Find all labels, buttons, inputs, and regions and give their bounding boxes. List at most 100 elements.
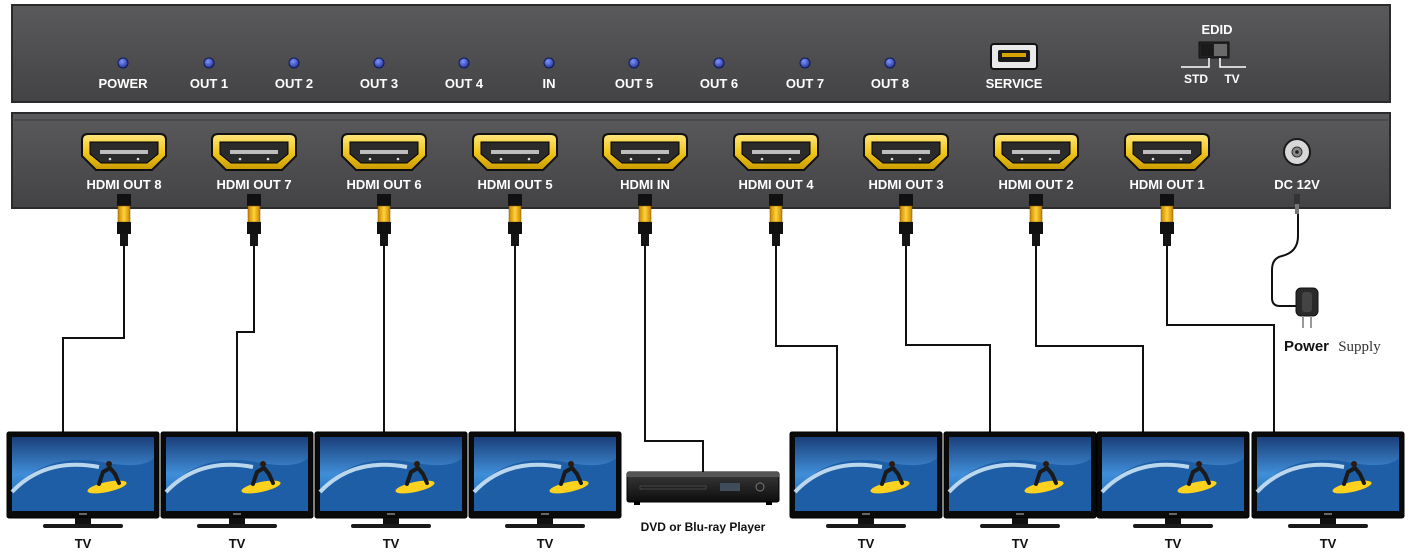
hdmi-cables [62, 194, 1275, 476]
port-label: HDMI OUT 4 [738, 177, 814, 192]
tv-display: TV [1096, 431, 1250, 551]
edid-tv-label: TV [1224, 72, 1239, 86]
hdmi-plug-icon [899, 205, 913, 223]
led-out-6: OUT 6 [700, 57, 738, 91]
edid-switch[interactable] [1198, 41, 1230, 59]
tv-display: TV [468, 431, 622, 551]
tv-label: TV [383, 536, 400, 551]
port-label: HDMI OUT 8 [86, 177, 161, 192]
led-indicator-icon [288, 57, 300, 69]
port-label: HDMI OUT 2 [998, 177, 1073, 192]
led-indicator-icon [373, 57, 385, 69]
port-label: HDMI OUT 5 [477, 177, 552, 192]
tv-display: TV [1251, 431, 1405, 551]
hdmi-plug-icon [377, 205, 391, 223]
tv-display: TV [943, 431, 1097, 551]
tv-display: TV [314, 431, 468, 551]
hdmi-cable [1029, 194, 1144, 434]
hdmi-cable [899, 194, 991, 434]
tv-displays: TV TV TV TV TV TV TV TV [6, 431, 1405, 551]
port-hdmi-out-6[interactable]: HDMI OUT 6 [341, 133, 427, 192]
led-indicator-icon [117, 57, 129, 69]
hdmi-cable [62, 194, 131, 434]
hdmi-plug-icon [769, 205, 783, 223]
service-label: SERVICE [986, 76, 1043, 91]
led-indicator-icon [458, 57, 470, 69]
power-adapter-icon [1295, 287, 1319, 328]
tv-display: TV [160, 431, 314, 551]
tv-label: TV [537, 536, 554, 551]
tv-label: TV [229, 536, 246, 551]
hdmi-cable [508, 194, 522, 434]
led-indicator-icon [884, 57, 896, 69]
led-out-7: OUT 7 [786, 57, 824, 91]
led-in: IN [543, 57, 556, 91]
port-hdmi-out-4[interactable]: HDMI OUT 4 [733, 133, 819, 192]
led-indicator-icon [713, 57, 725, 69]
edid-title: EDID [1201, 22, 1232, 37]
port-hdmi-out-2[interactable]: HDMI OUT 2 [993, 133, 1079, 192]
hdmi-plug-icon [1160, 205, 1174, 223]
led-label: OUT 7 [786, 76, 824, 91]
hdmi-cable [1160, 194, 1275, 434]
tv-label: TV [75, 536, 92, 551]
dc-jack[interactable] [1283, 138, 1311, 166]
port-label: HDMI OUT 6 [346, 177, 421, 192]
tv-label: TV [1012, 536, 1029, 551]
led-out-1: OUT 1 [190, 57, 228, 91]
port-label: HDMI IN [620, 177, 670, 192]
dvd-player [626, 471, 780, 505]
edid-bracket-std [1181, 58, 1210, 68]
led-indicator-icon [203, 57, 215, 69]
hdmi-plug-icon [508, 205, 522, 223]
port-label: HDMI OUT 7 [216, 177, 291, 192]
edid-std-label: STD [1184, 72, 1208, 86]
tv-label: TV [1165, 536, 1182, 551]
port-hdmi-out-8[interactable]: HDMI OUT 8 [81, 133, 167, 192]
led-out-8: OUT 8 [871, 57, 909, 91]
led-label: OUT 5 [615, 76, 653, 91]
led-label: OUT 6 [700, 76, 738, 91]
port-hdmi-out-3[interactable]: HDMI OUT 3 [863, 133, 949, 192]
port-hdmi-out-1[interactable]: HDMI OUT 1 [1124, 133, 1210, 192]
led-label: OUT 2 [275, 76, 313, 91]
led-power: POWER [98, 57, 148, 91]
tv-label: TV [858, 536, 875, 551]
power-supply-label: Power Supply [1284, 338, 1381, 355]
hdmi-plug-icon [638, 205, 652, 223]
hdmi-cable [236, 194, 261, 434]
dc-label: DC 12V [1274, 177, 1320, 192]
port-hdmi-out-5[interactable]: HDMI OUT 5 [472, 133, 558, 192]
edid-bracket-tv [1219, 58, 1246, 68]
service-port[interactable] [990, 43, 1038, 70]
rear-panel: HDMI OUT 8 HDMI OUT 7 HDMI OUT 6 HDMI OUT 5… [11, 112, 1391, 209]
power-supply-bold: Power [1284, 338, 1329, 355]
led-out-4: OUT 4 [445, 57, 484, 91]
led-label: OUT 1 [190, 76, 228, 91]
led-indicator-icon [543, 57, 555, 69]
power-supply-normal: Supply [1338, 339, 1381, 355]
front-panel-body [11, 4, 1391, 103]
tv-display: TV [6, 431, 160, 551]
led-out-3: OUT 3 [360, 57, 398, 91]
led-label: OUT 8 [871, 76, 909, 91]
led-label: POWER [98, 76, 148, 91]
port-hdmi-out-7[interactable]: HDMI OUT 7 [211, 133, 297, 192]
port-label: HDMI OUT 3 [868, 177, 943, 192]
port-hdmi-in[interactable]: HDMI IN [602, 133, 688, 192]
hdmi-cable [377, 194, 391, 434]
tv-label: TV [1320, 536, 1337, 551]
led-label: OUT 4 [445, 76, 484, 91]
hdmi-plug-icon [1029, 205, 1043, 223]
hdmi-plug-icon [247, 205, 261, 223]
led-indicator-icon [799, 57, 811, 69]
hdmi-cable [638, 194, 704, 476]
led-label: OUT 3 [360, 76, 398, 91]
tv-display: TV [789, 431, 943, 551]
led-label: IN [543, 76, 556, 91]
dvd-player-label: DVD or Blu-ray Player [641, 520, 766, 534]
hdmi-plug-icon [117, 205, 131, 223]
hdmi-cable [769, 194, 838, 434]
power-cable [1271, 194, 1300, 307]
